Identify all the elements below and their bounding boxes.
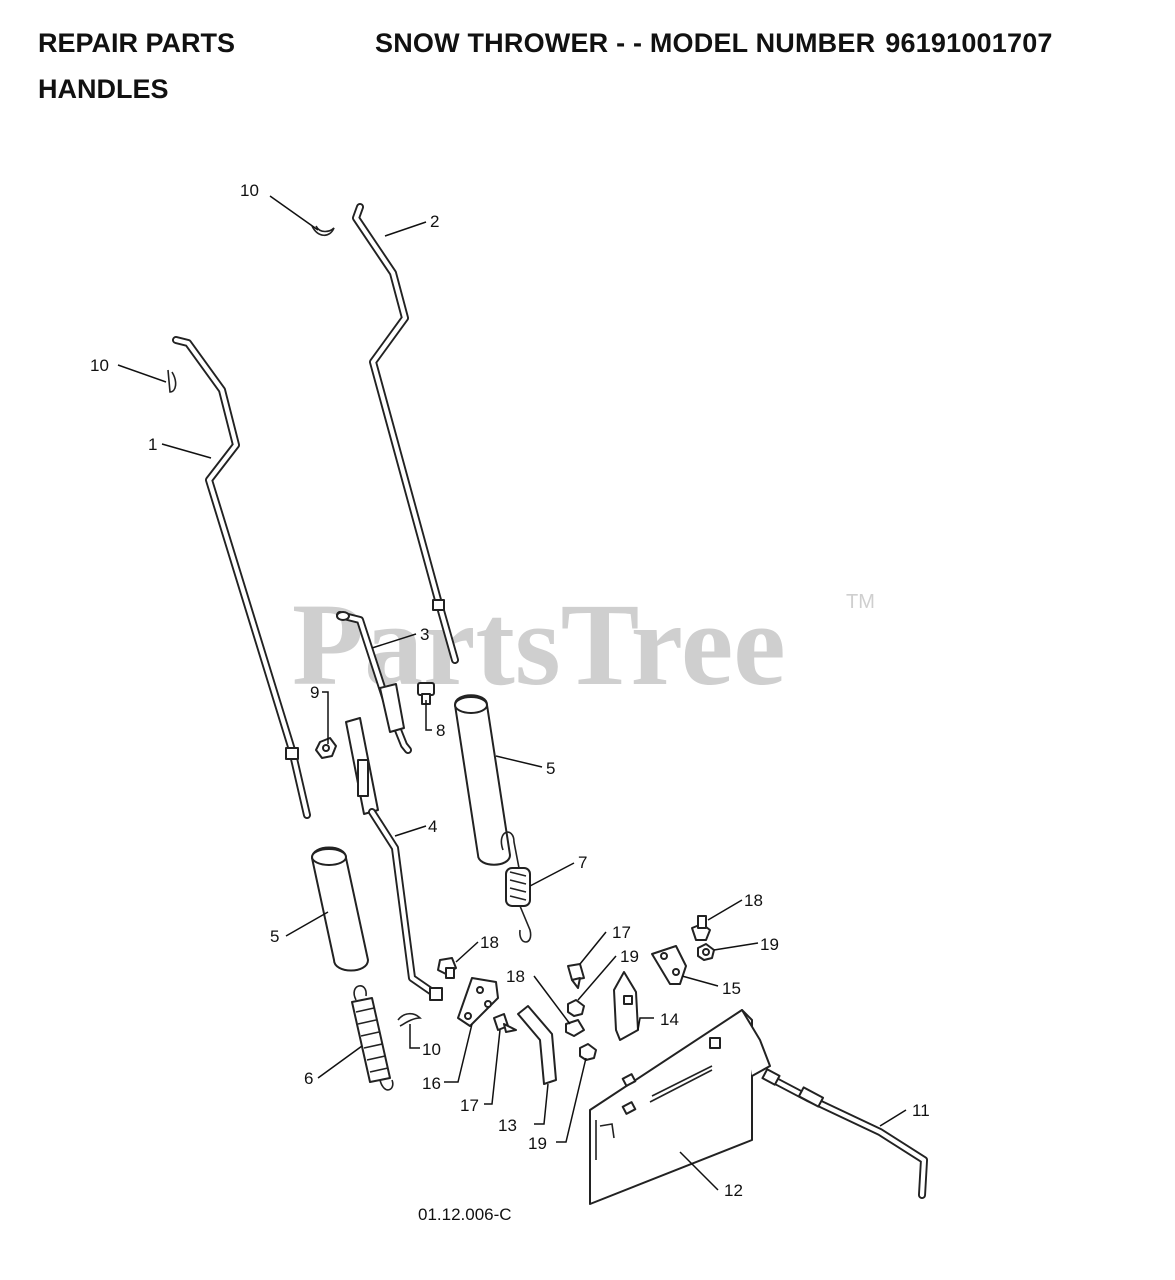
header-model-number: 96191001707: [885, 28, 1053, 58]
callout-18-left: 18: [480, 933, 499, 952]
part-2-handle-rod: [352, 203, 459, 664]
header-repair-parts: REPAIR PARTS: [38, 28, 236, 58]
callout-12: 12: [724, 1181, 743, 1200]
callout-10-left: 10: [90, 356, 109, 375]
part-18-bolt-mid: [565, 1019, 585, 1037]
leader-lines: [117, 195, 907, 1191]
part-13-bracket: [517, 1005, 557, 1085]
part-6-spring: [351, 985, 394, 1091]
part-14-bracket: [613, 971, 639, 1041]
watermark-tm: TM: [846, 591, 875, 613]
callout-9: 9: [310, 683, 319, 702]
part-16-plate: [457, 977, 499, 1027]
part-15-plate: [651, 945, 687, 985]
callout-19-bottom: 19: [528, 1134, 547, 1153]
part-10-clip-bottom: [397, 1012, 422, 1027]
part-19-nut-mid: [567, 999, 585, 1017]
part-17-nut-top: [567, 963, 585, 989]
part-18-bolt-right: [691, 915, 711, 941]
callout-13: 13: [498, 1116, 517, 1135]
callout-17-top: 17: [612, 923, 631, 942]
header-model-line: SNOW THROWER - - MODEL NUMBER 96191001707: [375, 28, 1053, 59]
callout-6: 6: [304, 1069, 313, 1088]
callout-18-mid: 18: [506, 967, 525, 986]
callout-16: 16: [422, 1074, 441, 1093]
part-17-nut-bottom: [493, 1013, 517, 1033]
callout-3: 3: [420, 625, 429, 644]
part-9-nut: [315, 737, 337, 759]
callout-19-right: 19: [760, 935, 779, 954]
part-5-grip-left: [311, 846, 369, 972]
callout-4: 4: [428, 817, 437, 836]
part-11-cable: [761, 1068, 928, 1199]
callout-19-mid: 19: [620, 947, 639, 966]
callout-17-bottom: 17: [460, 1096, 479, 1115]
part-19-nut-right: [697, 943, 715, 961]
callout-11: 11: [912, 1101, 930, 1120]
part-18-bolt-left: [437, 957, 457, 979]
callout-14: 14: [660, 1010, 679, 1029]
callout-8: 8: [436, 721, 445, 740]
watermark: PartsTree: [292, 579, 786, 710]
callout-10-top: 10: [240, 181, 259, 200]
drawing-code: 01.12.006-C: [418, 1205, 512, 1224]
callout-7: 7: [578, 853, 587, 872]
callout-5-left: 5: [270, 927, 279, 946]
callout-2: 2: [430, 212, 439, 231]
section-title: HANDLES: [38, 74, 169, 104]
part-19-nut-bottom: [579, 1043, 597, 1061]
part-5-grip-right: [454, 694, 511, 866]
part-10-clip-top: [311, 225, 335, 237]
callout-1: 1: [148, 435, 157, 454]
part-12-panel: [589, 1009, 771, 1205]
callout-5-right: 5: [546, 759, 555, 778]
callout-15: 15: [722, 979, 741, 998]
part-1-handle-rod: [172, 336, 311, 819]
part-7-spring: [500, 831, 532, 943]
part-8-bolt: [417, 682, 435, 705]
callout-10-bottom: 10: [422, 1040, 441, 1059]
part-10-clip-left: [167, 369, 177, 393]
callout-18-right: 18: [744, 891, 763, 910]
part-4-link: [345, 717, 443, 1001]
part-3-link: [336, 611, 412, 754]
header-model-label: SNOW THROWER - - MODEL NUMBER: [375, 28, 876, 58]
